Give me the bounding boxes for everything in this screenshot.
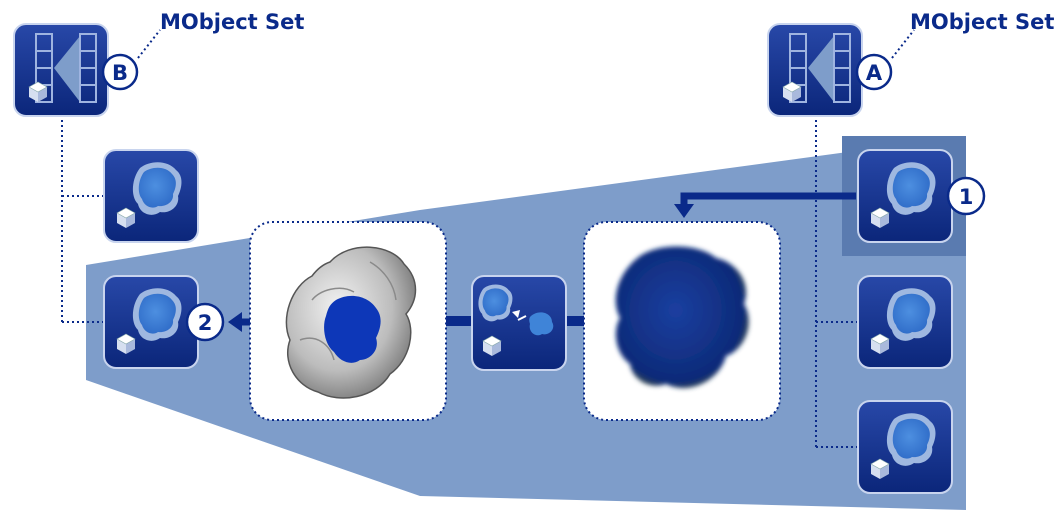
set-a-title: MObject Set	[910, 10, 1055, 34]
mobject-blob-icon	[886, 288, 936, 341]
set-a-connectors	[815, 115, 858, 448]
mobject-blob-icon	[132, 162, 182, 215]
mobject-set-icon	[35, 33, 97, 103]
result-view	[249, 221, 447, 421]
step-2-badge: 2	[185, 302, 225, 342]
mobject-tile-a3[interactable]	[857, 400, 953, 494]
mobject-blob-icon	[886, 162, 936, 215]
step-1-number: 1	[959, 185, 974, 209]
set-b-badge: B	[101, 53, 139, 91]
set-a-badge: A	[855, 53, 893, 91]
source-view	[583, 221, 781, 421]
set-a-letter: A	[866, 61, 883, 85]
mobject-set-b[interactable]	[13, 23, 109, 117]
mobject-set-a[interactable]	[767, 23, 863, 117]
mobject-tile-a1[interactable]	[857, 149, 953, 243]
step-1-arrow	[674, 192, 856, 218]
mobject-tile-b2[interactable]	[103, 275, 199, 369]
set-b-title: MObject Set	[160, 10, 305, 34]
label-leaders	[137, 29, 915, 59]
step-1-badge: 1	[946, 176, 986, 216]
mobject-tile-b1[interactable]	[103, 149, 199, 243]
mobject-blob-icon	[886, 413, 936, 466]
link-bar-right	[566, 316, 584, 326]
mobject-conversion-icon[interactable]	[471, 275, 567, 371]
set-b-letter: B	[112, 61, 128, 85]
mobject-tile-a2[interactable]	[857, 275, 953, 369]
mobject-blob-icon	[132, 288, 182, 341]
step-2-arrow	[228, 312, 250, 332]
link-bar-left	[446, 316, 472, 326]
step-2-number: 2	[198, 311, 213, 335]
mobject-set-icon	[789, 33, 851, 103]
set-b-connectors	[61, 115, 104, 323]
